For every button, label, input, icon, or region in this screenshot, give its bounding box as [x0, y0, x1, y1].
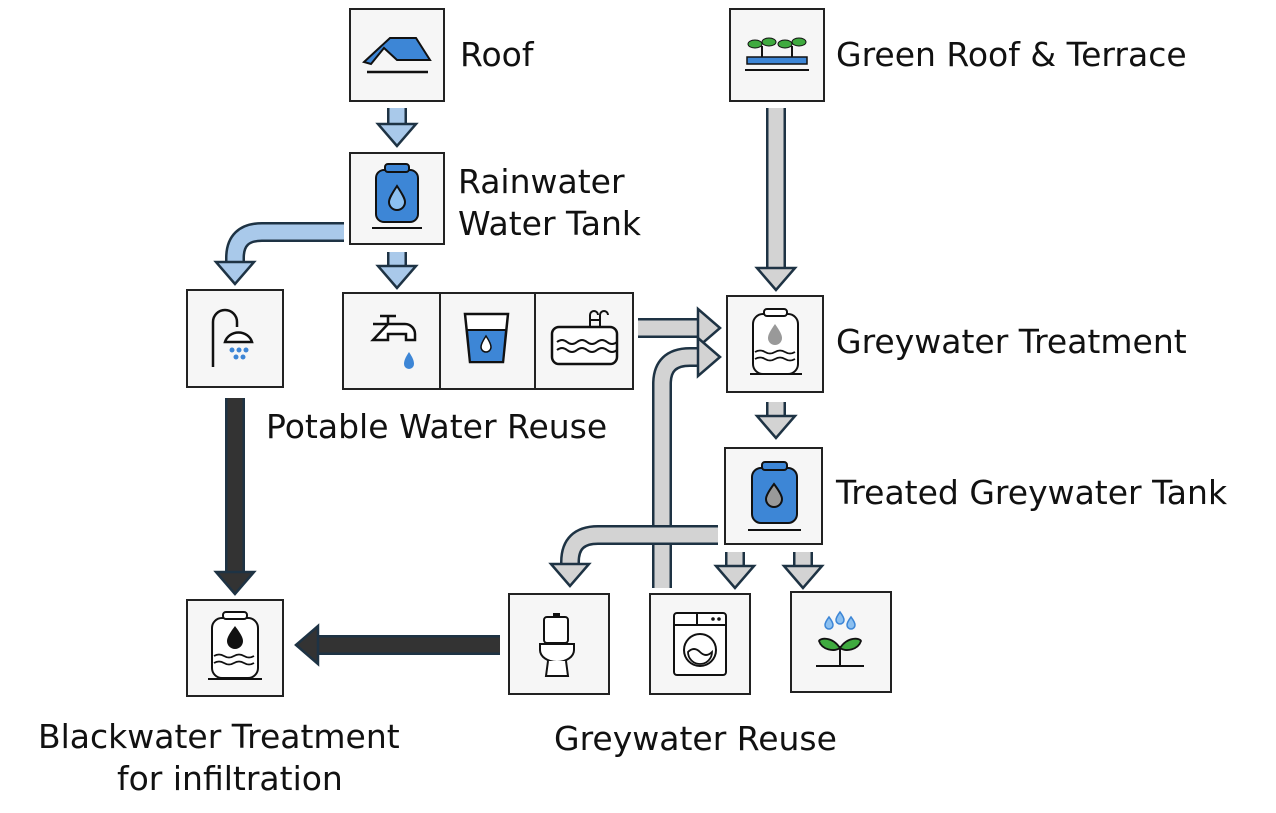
label-roof: Roof	[460, 35, 535, 74]
label-blackwater-2: for infiltration	[117, 759, 343, 798]
node-rainwater-tank: Rainwater Water Tank	[349, 152, 642, 245]
arrow-treatment-to-treated-tank	[754, 402, 798, 440]
node-roof: Roof	[349, 8, 535, 102]
shower-icon	[211, 308, 254, 367]
label-greywater-reuse: Greywater Reuse	[554, 719, 837, 758]
arrow-treated-to-toilet	[548, 525, 718, 588]
arrow-tank-to-potable	[375, 252, 419, 290]
node-greywater-reuse: Greywater Reuse	[508, 591, 892, 758]
blackwater-tank-icon	[208, 611, 262, 680]
label-potable: Potable Water Reuse	[266, 407, 607, 446]
water-tank-icon	[372, 163, 422, 229]
node-potable-reuse: Potable Water Reuse	[266, 292, 634, 446]
node-treated-tank: Treated Greywater Tank	[724, 447, 1228, 545]
water-glass-icon	[463, 312, 510, 364]
node-blackwater: Blackwater Treatment for infiltration	[38, 599, 400, 798]
treated-tank-icon	[748, 461, 801, 531]
label-green-roof: Green Roof & Terrace	[836, 35, 1187, 74]
roof-icon	[362, 37, 432, 74]
arrow-toilet-to-blackwater	[294, 623, 500, 667]
plant-icon	[816, 610, 864, 667]
arrow-treated-to-plant	[781, 552, 825, 590]
node-green-roof: Green Roof & Terrace	[729, 8, 1187, 102]
arrow-washer-to-treatment	[652, 335, 722, 588]
arrow-tank-to-shower	[213, 222, 344, 286]
arrow-roof-to-tank	[375, 108, 419, 148]
pool-icon	[550, 310, 619, 366]
toilet-icon	[539, 613, 575, 677]
label-greywater-treatment: Greywater Treatment	[836, 322, 1187, 361]
arrow-greenroof-to-treatment	[754, 108, 798, 292]
label-blackwater-1: Blackwater Treatment	[38, 717, 400, 756]
label-treated-tank: Treated Greywater Tank	[835, 473, 1228, 512]
arrow-shower-to-blackwater	[213, 398, 257, 596]
label-rainwater-1: Rainwater	[458, 162, 625, 201]
arrow-potable-to-treatment	[638, 306, 722, 350]
greywater-tank-icon	[750, 308, 802, 375]
node-shower	[186, 289, 284, 388]
arrow-treated-to-washer	[713, 552, 757, 590]
flow-arrows	[213, 108, 825, 667]
sprout-icon	[745, 37, 809, 71]
washing-machine-icon	[673, 612, 727, 676]
faucet-icon	[370, 314, 417, 369]
label-rainwater-2: Water Tank	[458, 204, 642, 243]
node-greywater-treatment: Greywater Treatment	[726, 295, 1187, 393]
